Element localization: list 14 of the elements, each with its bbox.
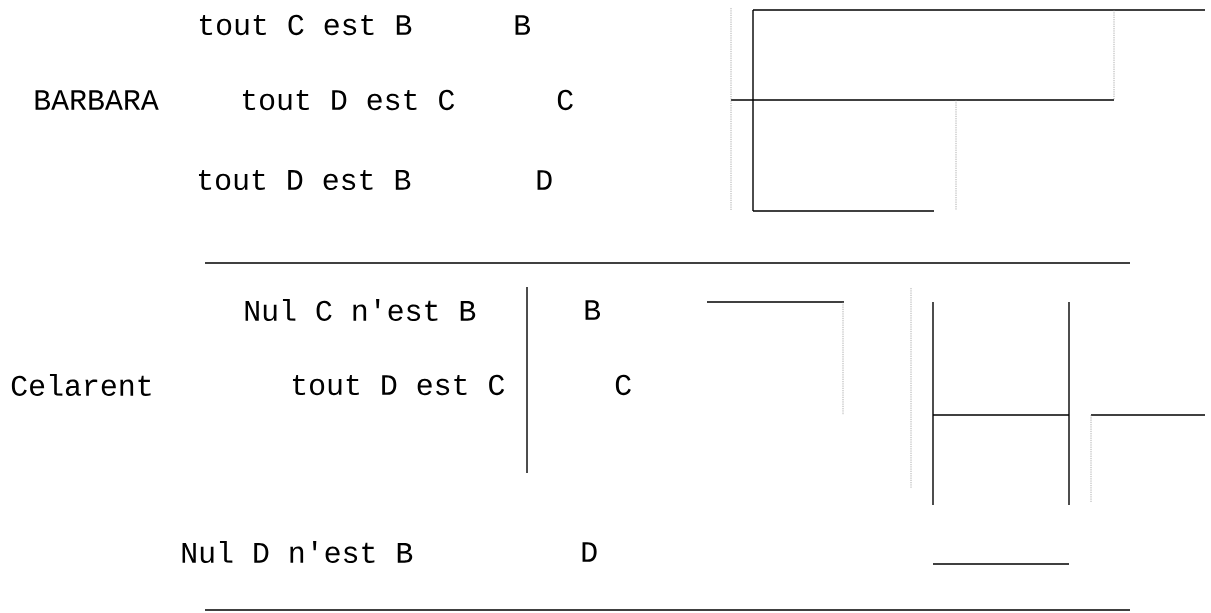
syllogism-text: C	[557, 89, 573, 111]
syllogism-text: Celarent	[11, 374, 151, 396]
syllogism-text: B	[585, 300, 600, 320]
syllogism-text: Nul C n'est B	[245, 299, 476, 321]
syllogism-text: C	[615, 374, 631, 396]
syllogism-text: D	[537, 170, 552, 190]
syllogism-text: tout D est C	[242, 89, 455, 111]
syllogism-text: BARBARA	[35, 90, 159, 110]
syllogism-text: D	[582, 542, 597, 562]
syllogism-text: tout D est B	[198, 169, 411, 191]
syllogism-text: Nul D n'est B	[182, 541, 413, 563]
syllogism-text: B	[515, 15, 530, 35]
syllogism-text: tout D est C	[292, 374, 505, 396]
syllogism-text: tout C est B	[199, 14, 412, 36]
